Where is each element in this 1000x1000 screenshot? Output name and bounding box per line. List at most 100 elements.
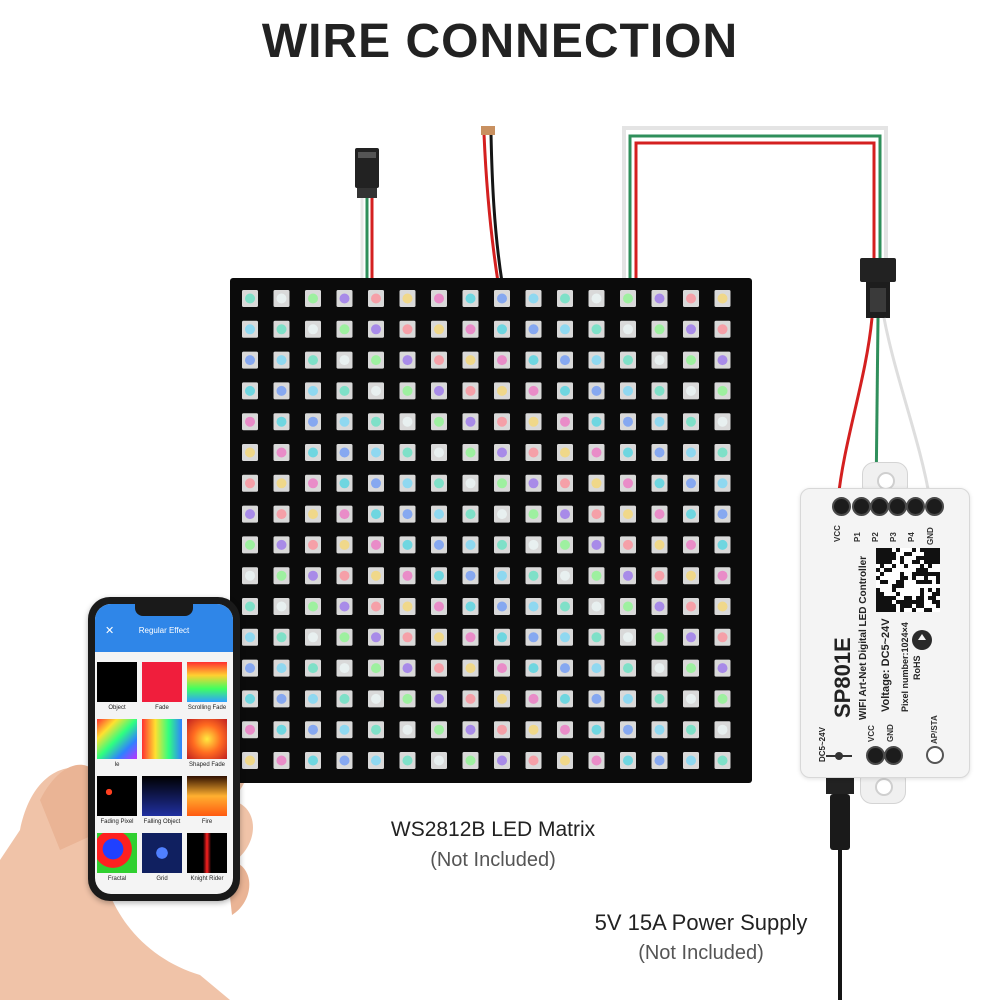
- led-glow: [717, 509, 728, 520]
- led-glow: [560, 663, 570, 674]
- led-glow: [686, 293, 696, 304]
- led-glow: [402, 509, 413, 520]
- close-icon[interactable]: ✕: [105, 625, 115, 637]
- led-glow: [528, 693, 539, 704]
- led-glow: [434, 478, 444, 489]
- effect-tile[interactable]: [97, 776, 137, 816]
- led-glow: [308, 539, 318, 550]
- led-glow: [591, 724, 602, 735]
- power-supply-caption: 5V 15A Power Supply: [594, 910, 808, 935]
- led-glow: [654, 539, 665, 550]
- led-glow: [560, 478, 570, 489]
- led-glow: [717, 601, 728, 612]
- led-glow: [276, 385, 287, 396]
- led-glow: [371, 570, 381, 581]
- led-glow: [371, 632, 381, 643]
- effect-tile[interactable]: [142, 662, 182, 702]
- led-glow: [591, 539, 602, 550]
- led-glow: [402, 693, 413, 704]
- led-glow: [717, 447, 728, 458]
- led-glow: [686, 385, 696, 396]
- led-glow: [339, 539, 350, 550]
- led-glow: [560, 293, 570, 304]
- led-glow: [371, 539, 381, 550]
- led-glow: [623, 755, 633, 766]
- effect-tile[interactable]: [187, 662, 227, 702]
- led-glow: [308, 724, 318, 735]
- data-cable-green: [628, 134, 882, 282]
- led-glow: [623, 324, 633, 335]
- led-glow: [717, 632, 728, 643]
- led-glow: [245, 539, 255, 550]
- led-glow: [276, 293, 287, 304]
- effect-tile[interactable]: [187, 719, 227, 759]
- led-glow: [686, 478, 696, 489]
- led-glow: [371, 447, 381, 458]
- led-glow: [465, 693, 476, 704]
- mode-button-label: AP/STA: [930, 715, 939, 744]
- effect-tile[interactable]: [187, 776, 227, 816]
- effect-tile[interactable]: [142, 833, 182, 873]
- led-glow: [434, 755, 444, 766]
- led-glow: [654, 447, 665, 458]
- led-glow: [654, 755, 665, 766]
- recycle-icon: [912, 630, 932, 650]
- led-glow: [308, 755, 318, 766]
- led-glow: [339, 724, 350, 735]
- jst-connector-right: [860, 258, 896, 282]
- power-label-gnd: GND: [886, 724, 895, 742]
- led-glow: [623, 539, 633, 550]
- controller-model: SP801E: [830, 637, 855, 718]
- effect-tile-label: Fire: [201, 819, 213, 825]
- controller-description: WIFI Art-Net Digital LED Controller: [858, 555, 869, 720]
- led-glow: [717, 755, 728, 766]
- led-glow: [308, 478, 318, 489]
- led-glow: [276, 416, 287, 427]
- terminal-p4-screw: [906, 497, 925, 516]
- pin-label-gnd: GND: [926, 527, 935, 545]
- led-glow: [339, 324, 350, 335]
- led-glow: [276, 478, 287, 489]
- effect-tile[interactable]: [142, 719, 182, 759]
- led-glow: [497, 416, 507, 427]
- led-glow: [245, 693, 255, 704]
- led-glow: [276, 632, 287, 643]
- effect-tile[interactable]: [142, 776, 182, 816]
- led-glow: [402, 355, 413, 366]
- pin-label-vcc: VCC: [833, 525, 842, 542]
- effect-tile[interactable]: [97, 833, 137, 873]
- effect-tile[interactable]: [187, 833, 227, 873]
- led-glow: [245, 601, 255, 612]
- led-glow: [654, 693, 665, 704]
- led-glow: [560, 755, 570, 766]
- led-glow: [339, 293, 350, 304]
- led-glow: [560, 324, 570, 335]
- effect-tile-label: Object: [108, 705, 126, 711]
- led-glow: [560, 693, 570, 704]
- mode-button[interactable]: [926, 746, 944, 764]
- led-glow: [497, 663, 507, 674]
- led-glow: [465, 509, 476, 520]
- led-glow: [434, 663, 444, 674]
- led-glow: [623, 447, 633, 458]
- led-glow: [623, 416, 633, 427]
- led-glow: [245, 755, 255, 766]
- effect-tile[interactable]: [97, 662, 137, 702]
- terminal-gnd-screw: [925, 497, 944, 516]
- led-glow: [717, 385, 728, 396]
- led-glow: [654, 601, 665, 612]
- rohs-badge: RoHS: [912, 655, 922, 681]
- led-glow: [465, 293, 476, 304]
- effect-tile-label: Fade: [155, 705, 169, 711]
- led-glow: [434, 355, 444, 366]
- led-glow: [276, 601, 287, 612]
- led-glow: [465, 570, 476, 581]
- led-glow: [465, 447, 476, 458]
- effect-tile[interactable]: [97, 719, 137, 759]
- led-glow: [276, 355, 287, 366]
- matrix-caption: WS2812B LED Matrix: [390, 818, 596, 841]
- led-glow: [528, 416, 539, 427]
- led-glow: [623, 355, 633, 366]
- ctrl-wire-red: [836, 317, 874, 501]
- led-glow: [591, 570, 602, 581]
